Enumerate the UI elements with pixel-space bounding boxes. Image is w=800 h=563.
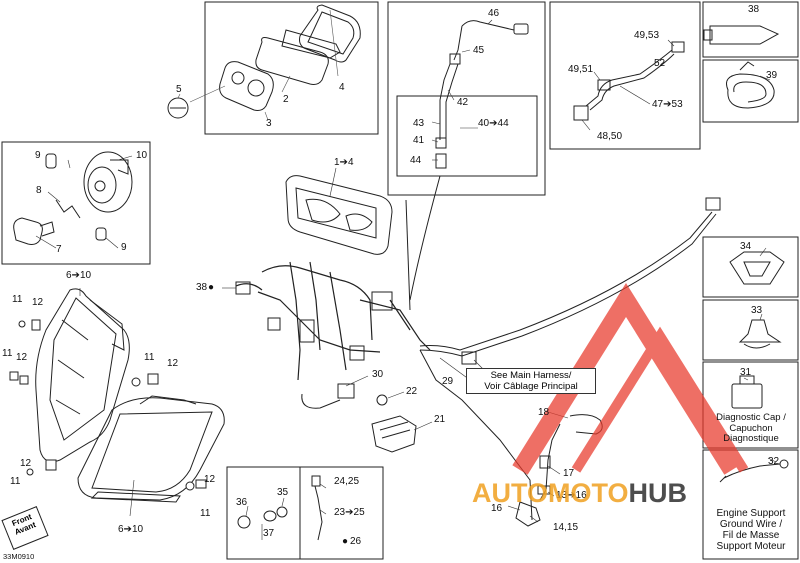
drop-icon-26: ●: [342, 536, 349, 547]
label-11-e: 11: [200, 508, 211, 519]
label-43: 43: [413, 118, 425, 129]
diagnostic-cap-text: Diagnostic Cap / Capuchon Diagnostique: [704, 412, 798, 445]
label-38-drop: 38: [196, 282, 208, 293]
label-40-44: 40➔44: [478, 118, 509, 129]
label-11-d: 11: [10, 476, 21, 487]
label-9-bottom: 9: [121, 242, 127, 253]
watermark-auto: AUTO: [472, 478, 549, 508]
diagnostic-cap-line-3: Diagnostique: [723, 433, 779, 444]
label-4: 4: [339, 82, 345, 93]
label-47-53: 47➔53: [652, 99, 683, 110]
label-14-15: 14,15: [553, 522, 579, 533]
part-38-box: [702, 1, 799, 58]
label-36: 36: [236, 497, 248, 508]
diagnostic-cap-line-1: Diagnostic Cap /: [716, 412, 786, 423]
diagram-code: 33M0910: [3, 552, 35, 561]
label-38: 38: [748, 4, 760, 15]
label-46: 46: [488, 8, 500, 19]
label-30: 30: [372, 369, 384, 380]
part-32-box: [702, 449, 799, 560]
label-10: 10: [136, 150, 148, 161]
watermark-hub: HUB: [628, 478, 688, 508]
label-11-b: 11: [2, 348, 13, 359]
part-33-box: [702, 299, 799, 361]
sensor-sub-box: [396, 95, 538, 177]
label-7: 7: [56, 244, 62, 255]
label-12-a: 12: [32, 297, 44, 308]
label-12-b: 12: [16, 352, 28, 363]
ground-wire-line-2: Ground Wire /: [719, 519, 783, 530]
sensor-detail-box: [387, 1, 546, 196]
label-23-25: 23➔25: [334, 507, 365, 518]
ground-wire-line-4: Support Moteur: [716, 541, 786, 552]
bottom-mid-box: [299, 466, 384, 560]
label-8: 8: [36, 185, 42, 196]
label-9-top: 9: [35, 150, 41, 161]
label-41: 41: [413, 135, 425, 146]
label-6-10-bottom: 6➔10: [118, 524, 144, 535]
label-13-16: 13➔16: [556, 490, 587, 501]
label-26: 26: [350, 536, 362, 547]
part-39-box: [702, 59, 799, 123]
gauge-detail-box: [204, 1, 379, 135]
label-37: 37: [263, 528, 275, 539]
label-5: 5: [176, 84, 182, 95]
label-3: 3: [266, 118, 272, 129]
label-17: 17: [563, 468, 575, 479]
label-11-a: 11: [12, 294, 23, 305]
label-1-4: 1➔4: [334, 157, 354, 168]
label-16: 16: [491, 503, 503, 514]
label-48-50: 48,50: [597, 131, 623, 142]
label-33: 33: [751, 305, 763, 316]
ground-wire-line-3: Fil de Masse: [722, 530, 780, 541]
label-12-d: 12: [20, 458, 32, 469]
main-harness-line-1: See Main Harness/: [490, 370, 572, 381]
harness-detail-box: [549, 1, 701, 150]
label-42: 42: [457, 97, 469, 108]
drop-icon-38: ●: [208, 282, 215, 293]
label-2: 2: [283, 94, 289, 105]
label-39: 39: [766, 70, 778, 81]
label-35: 35: [277, 487, 289, 498]
label-6-10-top: 6➔10: [66, 270, 92, 281]
watermark-text: AUTOMOTOHUB: [472, 478, 687, 512]
label-22: 22: [406, 386, 418, 397]
label-24-25: 24,25: [334, 476, 360, 487]
diagnostic-cap-line-2: Capuchon: [729, 422, 773, 434]
part-34-box: [702, 236, 799, 298]
ground-wire-line-1: Engine Support: [716, 508, 786, 519]
label-49-51: 49,51: [568, 64, 594, 75]
label-44: 44: [410, 155, 422, 166]
label-12-e: 12: [204, 474, 216, 485]
bulb-detail-box: [1, 141, 151, 265]
watermark-logo-icon: [512, 282, 749, 475]
label-21: 21: [434, 414, 446, 425]
label-11-c: 11: [144, 352, 155, 363]
label-31: 31: [740, 367, 752, 378]
watermark-moto: MOTO: [548, 478, 629, 508]
label-18: 18: [538, 407, 550, 418]
label-34: 34: [740, 241, 752, 252]
label-32: 32: [768, 456, 780, 467]
ground-wire-text: Engine Support Ground Wire / Fil de Mass…: [704, 508, 798, 552]
label-49-53: 49,53: [634, 30, 660, 41]
main-harness-line-2: Voir Câblage Principal: [484, 381, 578, 392]
label-45: 45: [473, 45, 485, 56]
bottom-left-box: [226, 466, 301, 560]
label-52: 52: [654, 58, 666, 69]
label-12-c: 12: [167, 358, 179, 369]
main-harness-callout: See Main Harness/ Voir Câblage Principal: [466, 368, 596, 394]
label-29: 29: [442, 376, 454, 387]
